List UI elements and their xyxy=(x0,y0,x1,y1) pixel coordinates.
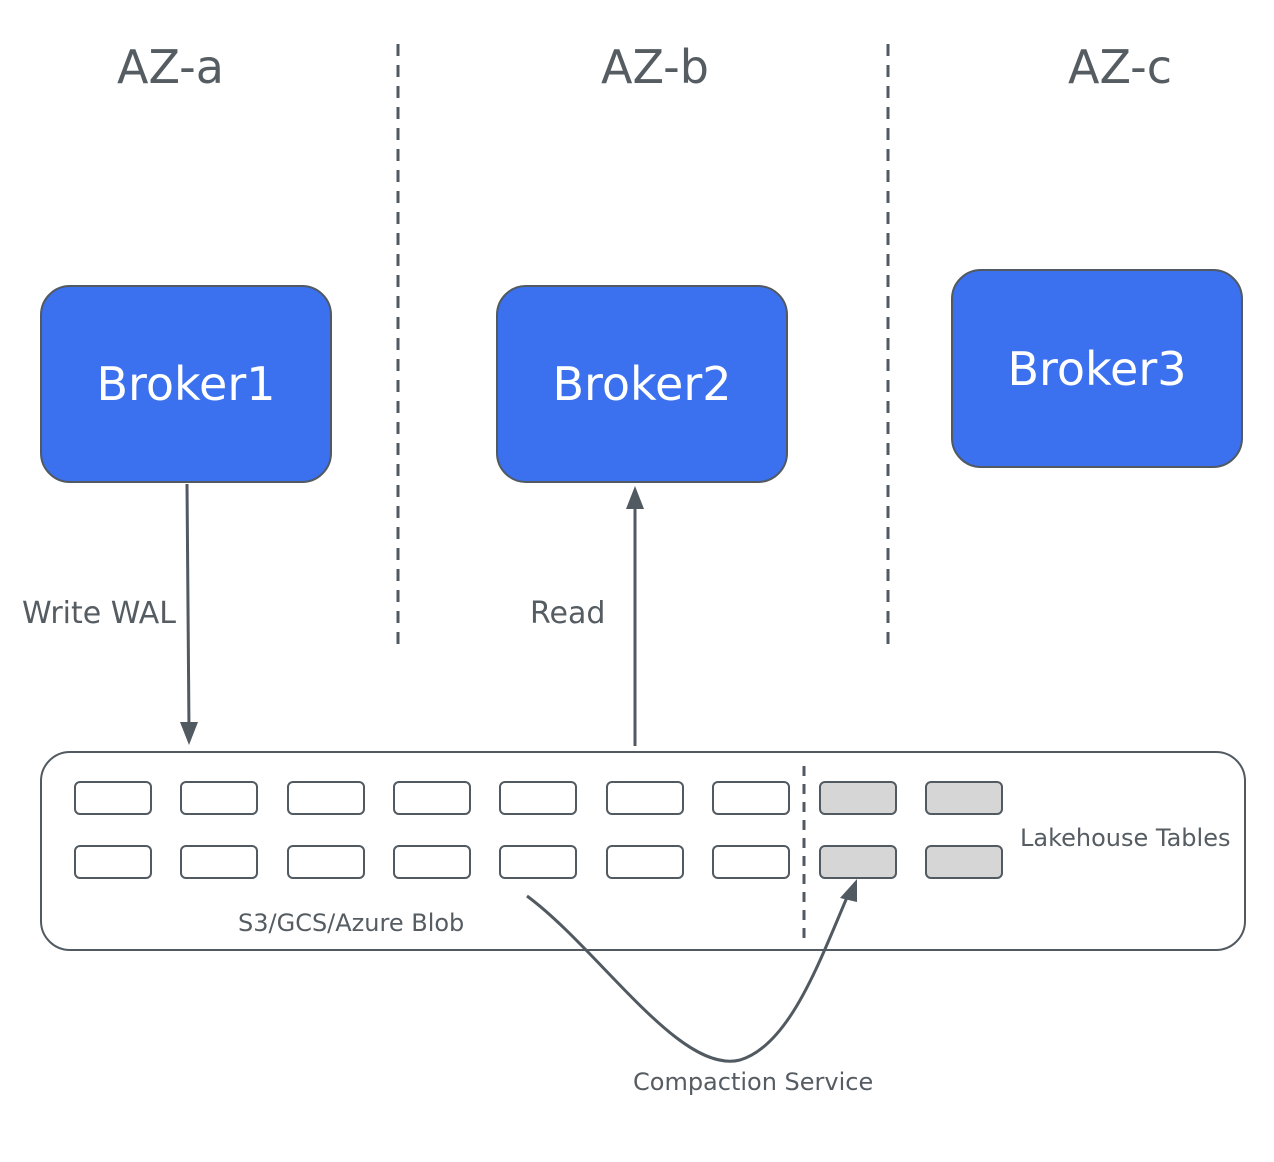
broker1-label: Broker1 xyxy=(96,357,276,411)
write-arrowhead xyxy=(180,722,198,745)
broker3-label: Broker3 xyxy=(1007,341,1187,396)
az-b-label: AZ-b xyxy=(601,40,709,94)
wal-segment xyxy=(712,845,790,879)
lakehouse-table-block xyxy=(819,781,897,815)
broker1-node: Broker1 xyxy=(40,285,332,483)
wal-segment xyxy=(180,781,258,815)
broker2-label: Broker2 xyxy=(552,357,732,411)
compaction-arrow xyxy=(526,894,850,1063)
wal-segment xyxy=(287,845,365,879)
lakehouse-table-block xyxy=(925,845,1003,879)
compaction-arrowhead xyxy=(840,879,857,902)
wal-segment xyxy=(606,781,684,815)
wal-segment xyxy=(499,845,577,879)
lakehouse-table-block xyxy=(925,781,1003,815)
compaction-service-label: Compaction Service xyxy=(633,1068,874,1096)
storage-label: S3/GCS/Azure Blob xyxy=(238,909,465,937)
broker3-node: Broker3 xyxy=(951,269,1243,468)
wal-segment xyxy=(712,781,790,815)
write-wal-label: Write WAL xyxy=(22,596,176,631)
wal-segment xyxy=(393,781,471,815)
read-arrowhead xyxy=(626,486,644,509)
wal-segment xyxy=(74,781,152,815)
write-arrow xyxy=(185,483,191,731)
wal-segment xyxy=(180,845,258,879)
wal-segment xyxy=(606,845,684,879)
wal-segment xyxy=(499,781,577,815)
az-c-label: AZ-c xyxy=(1068,40,1173,94)
wal-segment xyxy=(74,845,152,879)
az-a-label: AZ-a xyxy=(117,40,224,94)
wal-segment xyxy=(287,781,365,815)
broker2-node: Broker2 xyxy=(496,285,788,483)
lakehouse-table-block xyxy=(819,845,897,879)
wal-segment xyxy=(393,845,471,879)
read-label: Read xyxy=(530,596,606,631)
lakehouse-tables-label: Lakehouse Tables xyxy=(1020,824,1231,852)
